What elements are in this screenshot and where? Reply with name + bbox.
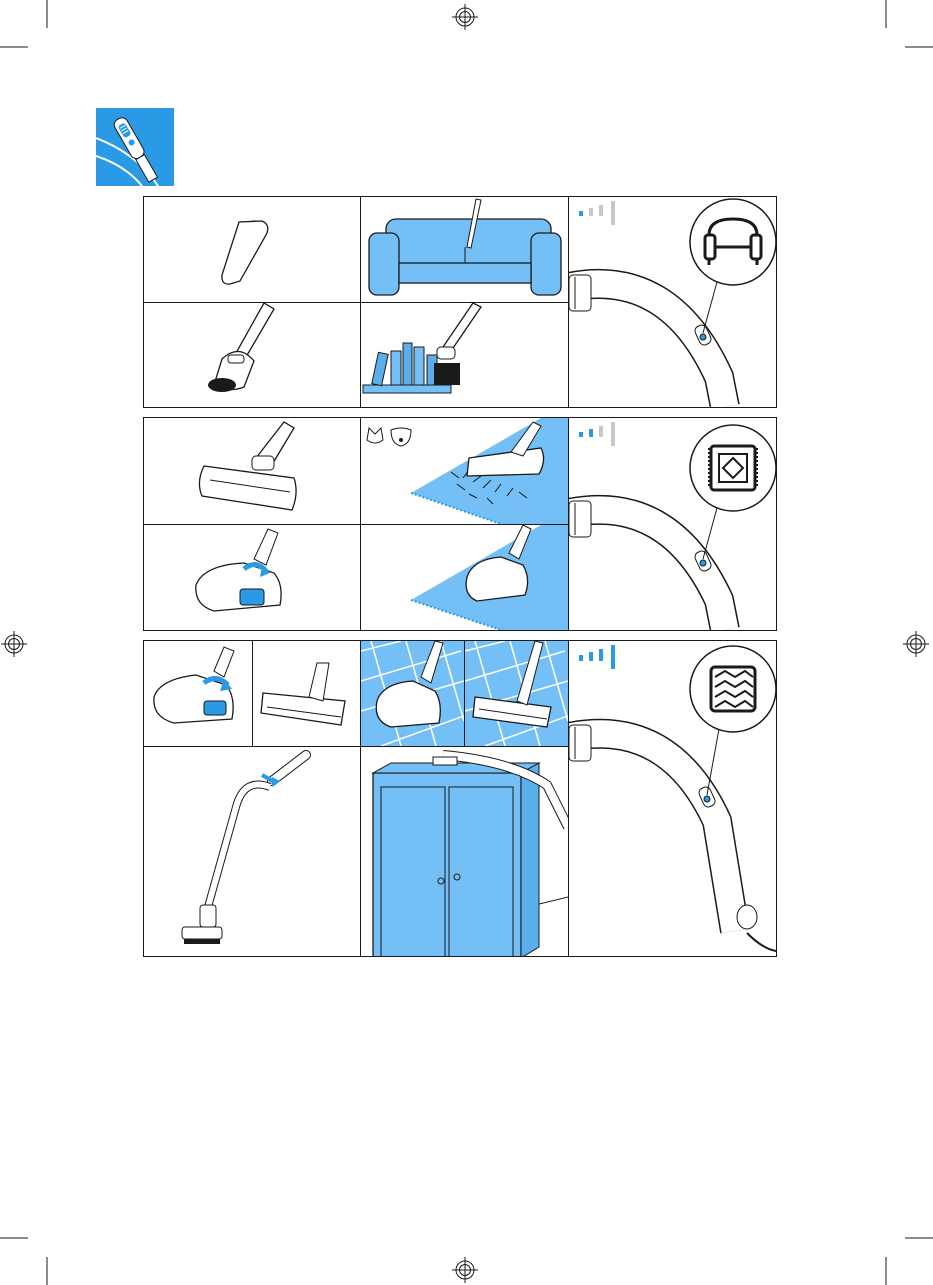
registration-mark-left-icon <box>1 631 27 657</box>
hose-power-control <box>569 641 776 956</box>
registration-mark-bottom-icon <box>452 1257 478 1283</box>
hard-floor-brush-icon <box>465 641 568 746</box>
carpet-cleaning-icon <box>361 525 568 630</box>
sofa-crevice-icon <box>361 197 568 302</box>
registration-mark-right-icon <box>903 631 929 657</box>
cat-icon <box>367 428 383 443</box>
nozzle-switch-carpet-icon <box>144 525 360 630</box>
power-indicator-medium-icon <box>579 422 615 446</box>
pet-hair-carpet-icon <box>361 418 568 524</box>
power-indicator-low-icon <box>579 201 615 225</box>
turbo-nozzle-icon <box>144 418 360 524</box>
hose-power-control <box>569 418 776 630</box>
power-indicator-high-icon <box>579 645 615 669</box>
dog-icon <box>391 428 411 446</box>
hard-floor-nozzle-icon <box>361 641 464 746</box>
panel-carpet <box>143 417 777 631</box>
hose-power-control <box>569 197 776 407</box>
vacuum-handle-icon <box>96 108 174 186</box>
extension-tube-icon <box>144 747 360 956</box>
dusting-brush-icon <box>144 303 360 407</box>
header-badge <box>96 108 174 186</box>
cupboard-top-icon <box>361 747 568 956</box>
bookshelf-brush-icon <box>361 303 568 407</box>
parquet-nozzle-icon <box>253 641 360 746</box>
registration-mark-top-icon <box>452 4 478 30</box>
crevice-nozzle-icon <box>144 197 360 302</box>
parquet-icon <box>711 667 755 711</box>
nozzle-switch-floor-icon <box>144 641 252 746</box>
panel-upholstery <box>143 196 777 408</box>
panel-hard-floor <box>143 640 777 957</box>
